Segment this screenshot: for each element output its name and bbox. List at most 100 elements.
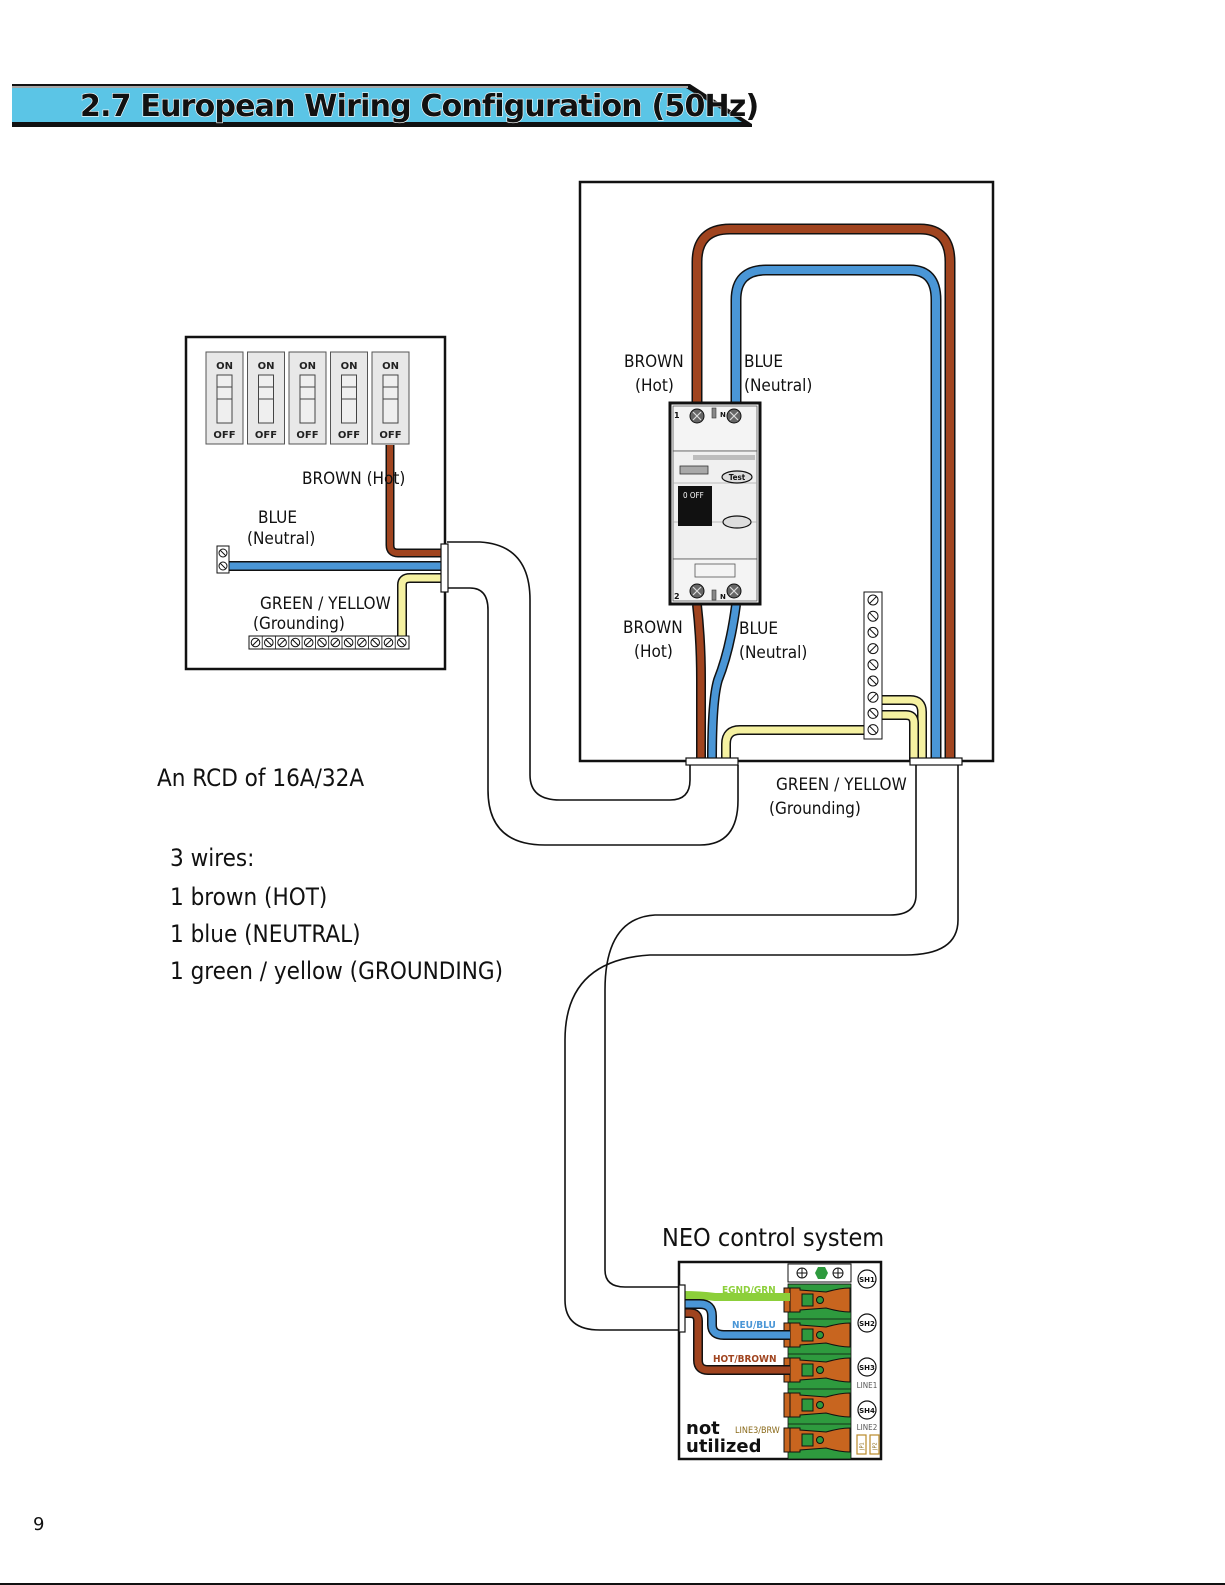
switch-off-label: OFF — [338, 430, 360, 441]
rcd-terminal-n-bottom-label: N — [720, 593, 726, 601]
rcd-terminal-1-label: 1 — [674, 411, 680, 420]
neo-side-label: SH4 — [859, 1407, 875, 1415]
switch-on-label: ON — [341, 361, 358, 372]
neo-neutral-wire — [683, 1300, 790, 1339]
screw-icon — [264, 637, 274, 648]
screw-icon — [867, 691, 879, 703]
screw-icon — [303, 637, 314, 648]
rcd-reset-indicator — [722, 515, 752, 529]
panel-ground-bar — [248, 635, 410, 650]
section-title-banner: 2.7 European Wiring Configuration (50Hz) — [12, 84, 760, 127]
rcd-bottom-blue-sublabel: (Neutral) — [739, 643, 807, 663]
rcd-terminal-2-label: 2 — [674, 592, 680, 601]
screw-icon — [277, 637, 287, 648]
neo-hot-wire — [683, 1309, 790, 1374]
neo-terminal[interactable] — [783, 1318, 851, 1348]
screw-icon — [867, 724, 879, 736]
neo-terminal[interactable] — [783, 1388, 851, 1418]
rcd-terminal-n-top-label: N — [720, 411, 726, 419]
screw-icon — [250, 637, 261, 648]
rcd-test-label: Test — [729, 473, 746, 482]
panel-blue-sublabel: (Neutral) — [247, 529, 315, 549]
section-title: 2.7 European Wiring Configuration (50Hz) — [80, 89, 758, 124]
rcd-ground-label: GREEN / YELLOW — [776, 775, 907, 795]
neo-terminal[interactable] — [783, 1423, 851, 1453]
wire-list-item: 1 brown (HOT) — [170, 883, 327, 911]
screw-icon — [317, 637, 327, 648]
wire-list-item: 1 blue (NEUTRAL) — [170, 920, 361, 948]
panel-ground-sublabel: (Grounding) — [253, 614, 345, 634]
switch-on-label: ON — [216, 361, 233, 372]
rcd-ground-bar — [863, 591, 883, 740]
screw-icon — [343, 637, 354, 648]
neo-jumper[interactable]: JP2 — [869, 1434, 880, 1455]
panel-ground-label: GREEN / YELLOW — [260, 594, 391, 614]
switch-on-label: ON — [258, 361, 275, 372]
rcd-conduit-fitting-right — [909, 757, 963, 766]
rcd-bottom-brown-label: BROWN — [623, 618, 683, 638]
panel-blue-label: BLUE — [258, 508, 297, 528]
screw-icon — [867, 594, 879, 606]
screw-icon — [383, 637, 394, 648]
rcd-top-brown-label: BROWN — [624, 352, 684, 372]
neo-not-utilized-sublabel: utilized — [686, 1436, 762, 1457]
screw-icon — [867, 643, 879, 655]
neo-terminals — [783, 1283, 851, 1453]
screw-icon — [370, 637, 381, 648]
neo-side-label: SH1 — [859, 1276, 875, 1284]
rcd-enclosure: 0 OFF Test 1 N 2 N BROWN (Hot) BLUE (Neu… — [578, 180, 995, 766]
screw-icon — [867, 707, 879, 719]
neo-led-icon — [815, 1267, 828, 1279]
neo-ground-wire — [682, 1291, 790, 1301]
switch-on-label: ON — [382, 361, 399, 372]
neo-jumper-label: JP1 — [860, 1442, 866, 1451]
rcd-toggle-switch — [678, 486, 712, 526]
switch-on-label: ON — [299, 361, 316, 372]
wires-heading: 3 wires: — [170, 844, 254, 872]
breaker-switch[interactable]: ON OFF — [330, 351, 368, 445]
rcd-bottom-blue-label: BLUE — [739, 619, 778, 639]
rcd-top-brown-sublabel: (Hot) — [635, 376, 674, 396]
screw-icon — [867, 626, 879, 638]
neo-control-system: NEO control system EGND/GRN NEU/BLU HOT/… — [662, 1223, 884, 1461]
screw-icon — [867, 659, 879, 671]
conduit-panel-to-rcd — [447, 541, 739, 846]
breaker-switch[interactable]: ON OFF — [288, 351, 327, 445]
rcd-switch-label: 0 OFF — [683, 491, 704, 500]
rcd-ground-sublabel: (Grounding) — [769, 799, 861, 819]
screw-icon — [867, 675, 879, 687]
screw-icon — [330, 637, 341, 648]
neutral-terminal-block — [216, 545, 230, 574]
panel-conduit-fitting — [440, 543, 449, 593]
neo-side-label: SH2 — [859, 1320, 875, 1328]
neo-side-connector: SH1 — [857, 1269, 877, 1289]
rcd-ground-wire-right-2 — [868, 711, 918, 760]
switch-off-label: OFF — [296, 430, 318, 441]
neo-not-utilized-label: not — [686, 1418, 720, 1439]
neo-terminal[interactable] — [783, 1353, 851, 1383]
rcd-ground-wire-right-1 — [868, 696, 926, 760]
footer-rule — [0, 1583, 1225, 1585]
neo-neutral-label: NEU/BLU — [732, 1320, 776, 1331]
neo-line3-label: LINE3/BRW — [735, 1426, 780, 1436]
neo-line-label: LINE2 — [857, 1423, 878, 1432]
neo-side-connector: SH2 — [857, 1313, 877, 1333]
rcd-blue-loop-wire — [732, 266, 940, 760]
panel-brown-label: BROWN (Hot) — [302, 469, 405, 489]
neo-side-connector: SH4 — [857, 1400, 877, 1420]
rcd-conduit-fitting-left — [685, 757, 739, 766]
panel-brown-wire — [387, 445, 443, 556]
rcd-device: 0 OFF Test 1 N 2 N — [668, 401, 762, 606]
screw-icon — [357, 637, 367, 648]
rcd-test-button — [721, 470, 753, 484]
neo-jumper[interactable]: JP1 — [856, 1434, 867, 1455]
neo-hot-label: HOT/BROWN — [713, 1354, 777, 1365]
neo-ground-label: EGND/GRN — [722, 1285, 776, 1296]
neo-side-connector: SH3 — [857, 1357, 877, 1377]
neo-terminal[interactable] — [783, 1283, 851, 1313]
